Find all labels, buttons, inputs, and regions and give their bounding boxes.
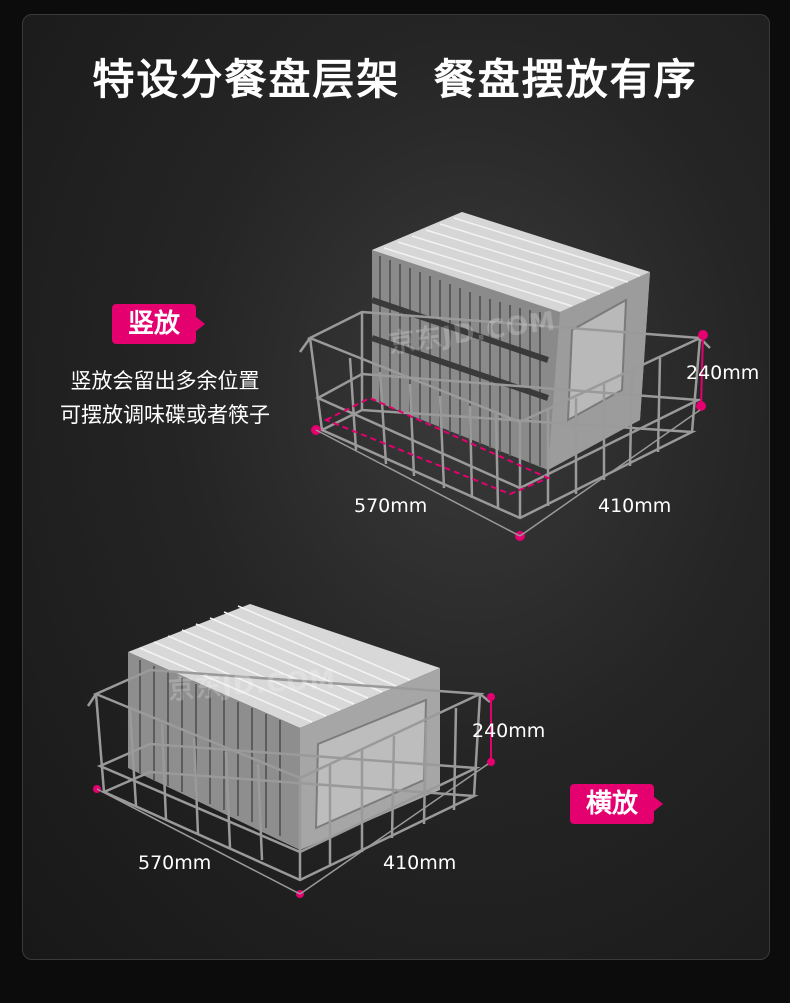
- horizontal-dim-width: 410mm: [383, 852, 457, 874]
- vertical-dim-height: 240mm: [686, 362, 760, 384]
- wire-basket-horizontal: [86, 668, 491, 882]
- vertical-description: 竖放会留出多余位置 可摆放调味碟或者筷子: [30, 364, 300, 432]
- horizontal-dim-height: 240mm: [472, 720, 546, 742]
- vertical-description-line1: 竖放会留出多余位置: [70, 369, 260, 393]
- page-title: 特设分餐盘层架 餐盘摆放有序: [92, 55, 698, 104]
- horizontal-dim-length: 570mm: [138, 852, 212, 874]
- dimension-markers-vertical: [311, 330, 708, 541]
- plates-stack-vertical: [371, 212, 650, 470]
- dimension-markers-horizontal: [93, 693, 495, 898]
- vertical-description-line2: 可摆放调味碟或者筷子: [60, 403, 270, 427]
- vertical-dim-length: 570mm: [354, 495, 428, 517]
- vertical-dim-width: 410mm: [598, 495, 672, 517]
- horizontal-tag: 横放: [570, 784, 664, 824]
- vertical-tag: 竖放: [112, 304, 206, 344]
